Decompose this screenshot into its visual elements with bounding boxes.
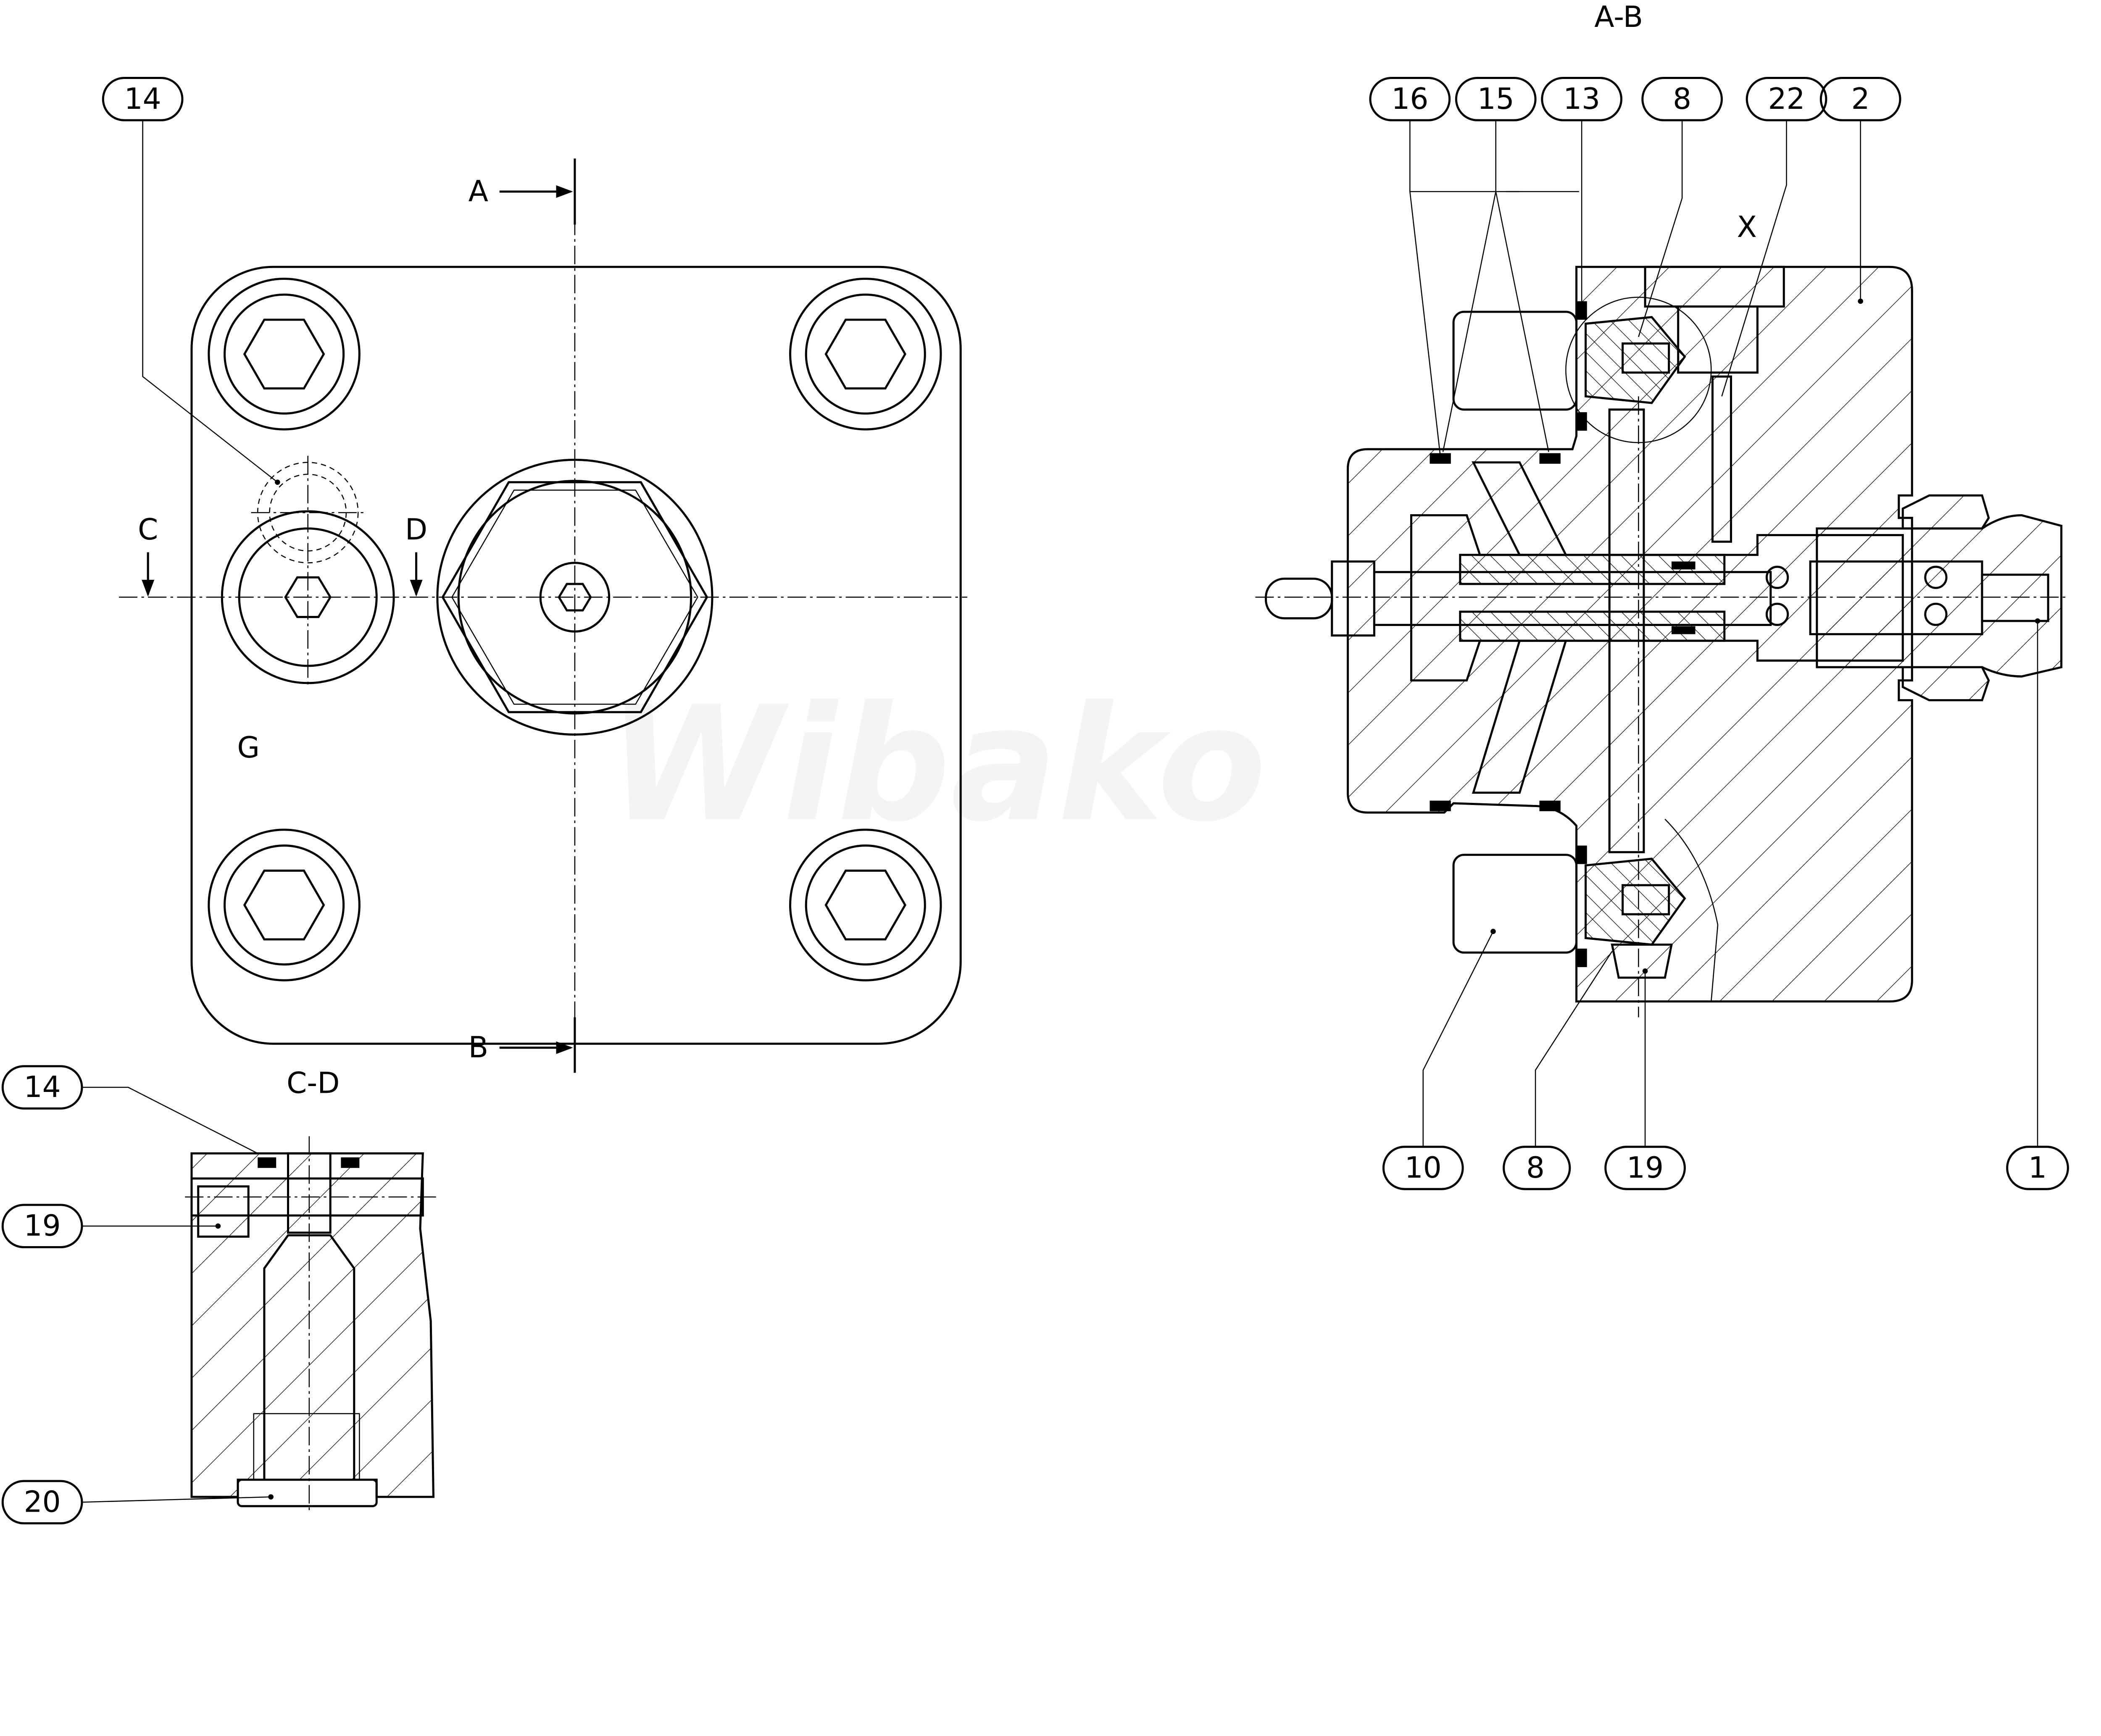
balloon-8-bottom: 8: [1503, 951, 1613, 1190]
section-cd-title: C-D: [287, 1067, 340, 1100]
label-b: B: [469, 1031, 488, 1065]
section-ab-title: A-B: [1594, 0, 1643, 34]
svg-text:20: 20: [24, 1485, 61, 1519]
svg-text:10: 10: [1405, 1151, 1442, 1185]
front-view: A B C D G 14: [102, 77, 967, 1073]
svg-text:16: 16: [1391, 82, 1428, 116]
vertical-channel: [1608, 408, 1645, 853]
svg-text:22: 22: [1768, 82, 1805, 116]
balloon-15: 15: [1442, 77, 1549, 452]
check-valve-bottom: [1585, 857, 1686, 946]
svg-text:2: 2: [1851, 82, 1870, 116]
label-d: D: [405, 513, 427, 547]
port-label-x: X: [1737, 210, 1757, 244]
svg-text:19: 19: [1627, 1151, 1664, 1185]
label-a: A: [469, 175, 488, 208]
port-label-g: G: [237, 731, 260, 765]
balloon-14: 14: [102, 77, 280, 485]
spool-tip: [1265, 577, 1333, 620]
balloon-20-cd: 20: [1, 1480, 274, 1525]
balloon-13: 13: [1541, 77, 1622, 304]
svg-text:13: 13: [1563, 82, 1600, 116]
balloon-14-cd: 14: [1, 1065, 258, 1154]
check-valve-top: [1585, 316, 1686, 404]
svg-text:8: 8: [1526, 1151, 1545, 1185]
svg-text:14: 14: [124, 82, 161, 116]
svg-text:1: 1: [2028, 1151, 2047, 1185]
bolt-bottom-right: [789, 829, 942, 981]
balloon-19-cd: 19: [1, 1204, 221, 1249]
svg-text:15: 15: [1477, 82, 1514, 116]
svg-text:14: 14: [24, 1071, 61, 1104]
bolt-bottom-left: [208, 829, 361, 981]
fitting-bottom-10: [1452, 854, 1578, 954]
balloon-2: 2: [1819, 77, 1901, 304]
balloon-19-ab: 19: [1604, 968, 1686, 1190]
balloon-8-top: 8: [1638, 77, 1723, 337]
fitting-top: [1452, 310, 1578, 411]
balloon-10: 10: [1382, 928, 1496, 1190]
watermark: Wibako: [608, 672, 1266, 857]
balloon-1: 1: [2006, 618, 2069, 1190]
technical-drawing: Wibako: [1, 0, 2069, 1525]
hidden-port: [251, 455, 368, 687]
svg-text:8: 8: [1673, 82, 1691, 116]
section-ab: A-B X: [1255, 0, 2069, 1190]
svg-text:19: 19: [24, 1209, 61, 1243]
balloon-16: 16: [1369, 77, 1451, 456]
bolt-top-right: [789, 278, 942, 431]
balloon-22: 22: [1721, 77, 1827, 397]
valve-cartridge-nut: [436, 458, 713, 736]
plate-outline: [190, 266, 962, 1045]
bolt-top-left: [208, 278, 361, 431]
cartridge-part-1: [1816, 514, 2063, 678]
section-cd: C-D 14 19 20: [1, 1065, 436, 1525]
label-c: C: [138, 513, 158, 547]
